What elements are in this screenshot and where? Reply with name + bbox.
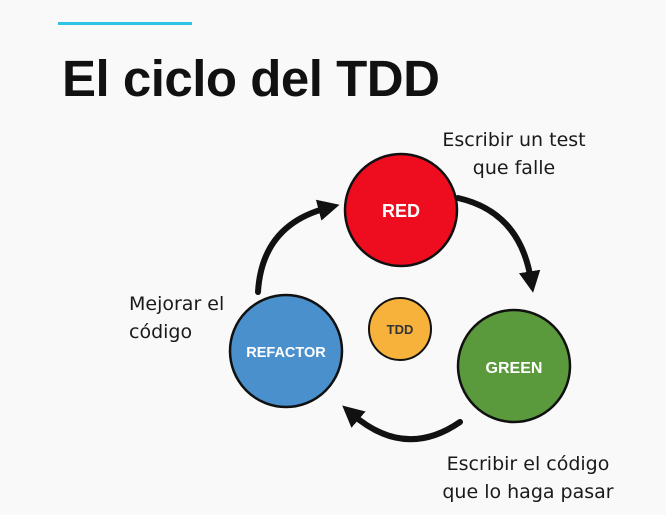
refactor-caption-line-1: Mejorar el (129, 293, 224, 315)
green-node: GREEN (456, 308, 572, 424)
refactor-label: REFACTOR (246, 345, 326, 361)
red-caption-line-2: que falle (473, 157, 555, 179)
red-label: RED (382, 201, 420, 221)
green-caption-line-1: Escribir el código (447, 453, 610, 475)
red-circle (343, 152, 459, 268)
tdd-center-node: TDD (368, 297, 432, 361)
arrow-refactor-to-red (255, 199, 340, 295)
red-node: RED (343, 152, 459, 268)
refactor-node: REFACTOR (228, 293, 344, 409)
red-caption-line-1: Escribir un test (442, 129, 585, 151)
green-circle (456, 308, 572, 424)
green-label: GREEN (486, 360, 543, 377)
green-caption-line-2: que lo haga pasar (442, 481, 613, 503)
tdd-label: TDD (387, 322, 414, 337)
accent-line (58, 22, 192, 25)
tdd-circle (368, 297, 432, 361)
arrow-green-to-refactor (342, 405, 463, 443)
refactor-caption-line-2: código (129, 321, 192, 343)
refactor-circle (228, 293, 344, 409)
slide-title: El ciclo del TDD (62, 50, 440, 107)
arrow-red-to-green (455, 195, 541, 293)
